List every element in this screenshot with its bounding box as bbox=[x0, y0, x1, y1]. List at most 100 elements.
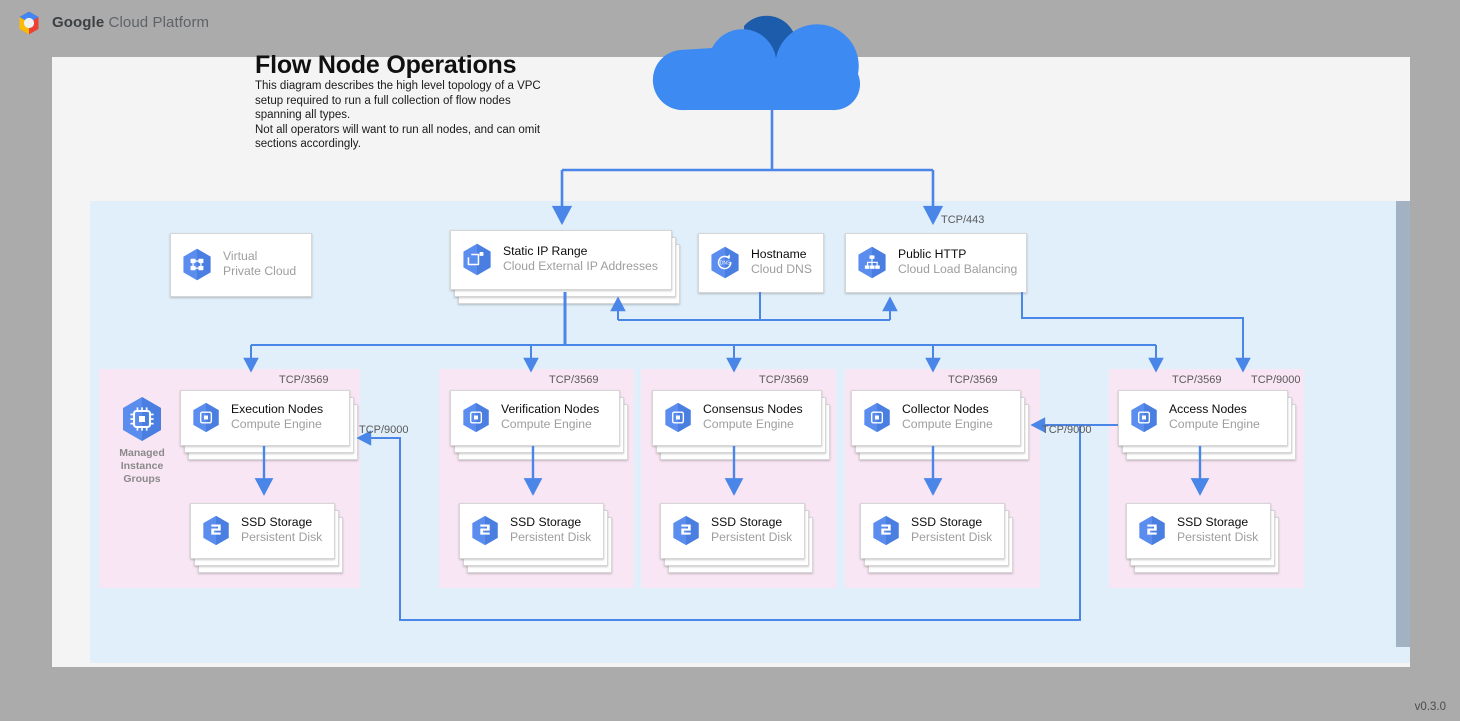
badge-label-line-2: Instance bbox=[120, 460, 164, 472]
managed-instance-groups-badge: Managed Instance Groups bbox=[101, 396, 183, 486]
card-collector-ssd-storage[interactable]: SSD Storage Persistent Disk bbox=[860, 503, 1015, 575]
card-public-http[interactable]: Public HTTP Cloud Load Balancing bbox=[845, 233, 1027, 293]
card-subtitle: Persistent Disk bbox=[241, 530, 323, 544]
port-label-verification-tcp-3569: TCP/3569 bbox=[549, 374, 599, 386]
card-subtitle: Cloud Load Balancing bbox=[898, 262, 1018, 276]
card-face: Execution Nodes Compute Engine bbox=[180, 390, 348, 444]
card-face: SSD Storage Persistent Disk bbox=[459, 503, 602, 557]
card-face: DNS Hostname Cloud DNS bbox=[698, 233, 822, 291]
card-subtitle: Persistent Disk bbox=[510, 530, 592, 544]
card-title: Consensus Nodes bbox=[703, 402, 803, 416]
card-face: SSD Storage Persistent Disk bbox=[190, 503, 333, 557]
svg-text:DNS: DNS bbox=[720, 260, 731, 266]
card-verification-nodes[interactable]: Verification Nodes Compute Engine bbox=[450, 390, 630, 462]
compute-engine-icon bbox=[864, 402, 890, 432]
page-title: Flow Node Operations bbox=[255, 50, 517, 79]
version-label: v0.3.0 bbox=[1414, 701, 1446, 713]
card-hostname[interactable]: DNS Hostname Cloud DNS bbox=[698, 233, 824, 293]
card-title: Static IP Range bbox=[503, 244, 588, 258]
card-face: Public HTTP Cloud Load Balancing bbox=[845, 233, 1025, 291]
card-subtitle: Compute Engine bbox=[902, 417, 993, 431]
card-text: Hostname Cloud DNS bbox=[751, 247, 812, 277]
card-face: Consensus Nodes Compute Engine bbox=[652, 390, 820, 444]
card-subtitle: Private Cloud bbox=[223, 264, 297, 278]
card-title: Collector Nodes bbox=[902, 402, 989, 416]
card-execution-nodes[interactable]: Execution Nodes Compute Engine bbox=[180, 390, 360, 462]
port-label-execution-tcp-3569: TCP/3569 bbox=[279, 374, 329, 386]
card-verification-ssd-storage[interactable]: SSD Storage Persistent Disk bbox=[459, 503, 614, 575]
port-label-tcp-443: TCP/443 bbox=[941, 214, 985, 226]
port-label-access-tcp-9000: TCP/9000 bbox=[1251, 374, 1301, 386]
compute-engine-icon bbox=[123, 397, 161, 441]
card-text: Static IP Range Cloud External IP Addres… bbox=[503, 244, 658, 274]
card-consensus-nodes[interactable]: Consensus Nodes Compute Engine bbox=[652, 390, 832, 462]
card-subtitle: Compute Engine bbox=[703, 417, 794, 431]
external-ip-icon bbox=[463, 243, 491, 275]
compute-engine-icon bbox=[665, 402, 691, 432]
card-consensus-ssd-storage[interactable]: SSD Storage Persistent Disk bbox=[660, 503, 815, 575]
card-access-nodes[interactable]: Access Nodes Compute Engine bbox=[1118, 390, 1298, 462]
card-face: Collector Nodes Compute Engine bbox=[851, 390, 1019, 444]
port-label-consensus-tcp-3569: TCP/3569 bbox=[759, 374, 809, 386]
card-static-ip-range[interactable]: Static IP Range Cloud External IP Addres… bbox=[450, 230, 682, 308]
compute-engine-icon bbox=[463, 402, 489, 432]
card-text: SSD Storage Persistent Disk bbox=[711, 515, 792, 545]
card-title: SSD Storage bbox=[1177, 515, 1249, 529]
card-virtual-private-cloud[interactable]: Virtual Private Cloud bbox=[170, 233, 312, 297]
card-face: Static IP Range Cloud External IP Addres… bbox=[450, 230, 670, 288]
card-text: Execution Nodes Compute Engine bbox=[231, 402, 323, 432]
description-line-2: Not all operators will want to run all n… bbox=[255, 123, 541, 151]
card-title: Hostname bbox=[751, 247, 807, 261]
description-line-1: This diagram describes the high level to… bbox=[255, 80, 541, 122]
card-text: SSD Storage Persistent Disk bbox=[911, 515, 992, 545]
card-access-ssd-storage[interactable]: SSD Storage Persistent Disk bbox=[1126, 503, 1281, 575]
card-execution-ssd-storage[interactable]: SSD Storage Persistent Disk bbox=[190, 503, 345, 575]
card-subtitle: Persistent Disk bbox=[711, 530, 793, 544]
port-label-access-tcp-3569: TCP/3569 bbox=[1172, 374, 1222, 386]
card-text: Public HTTP Cloud Load Balancing bbox=[898, 247, 1017, 277]
badge-label-line-3: Groups bbox=[123, 473, 161, 485]
card-subtitle: Persistent Disk bbox=[911, 530, 993, 544]
card-face: Verification Nodes Compute Engine bbox=[450, 390, 618, 444]
card-subtitle: Cloud External IP Addresses bbox=[503, 259, 658, 273]
persistent-disk-icon bbox=[203, 515, 229, 545]
diagram-description: This diagram describes the high level to… bbox=[255, 79, 555, 152]
card-subtitle: Compute Engine bbox=[501, 417, 592, 431]
card-title: Verification Nodes bbox=[501, 402, 600, 416]
card-title: Execution Nodes bbox=[231, 402, 324, 416]
port-label-collector-tcp-3569: TCP/3569 bbox=[948, 374, 998, 386]
brand-bold: Google bbox=[52, 14, 105, 31]
card-collector-nodes[interactable]: Collector Nodes Compute Engine bbox=[851, 390, 1031, 462]
card-subtitle: Compute Engine bbox=[231, 417, 322, 431]
card-title: Virtual bbox=[223, 249, 258, 263]
card-text: Verification Nodes Compute Engine bbox=[501, 402, 599, 432]
cloud-dns-icon: DNS bbox=[711, 246, 739, 278]
persistent-disk-icon bbox=[1139, 515, 1165, 545]
card-text: SSD Storage Persistent Disk bbox=[241, 515, 322, 545]
persistent-disk-icon bbox=[673, 515, 699, 545]
managed-instance-groups-label: Managed Instance Groups bbox=[119, 447, 165, 486]
card-title: SSD Storage bbox=[510, 515, 582, 529]
vpc-region-right-edge bbox=[1396, 201, 1410, 647]
badge-label-line-1: Managed bbox=[119, 447, 165, 459]
card-title: Public HTTP bbox=[898, 247, 967, 261]
card-subtitle: Persistent Disk bbox=[1177, 530, 1259, 544]
card-face: SSD Storage Persistent Disk bbox=[660, 503, 803, 557]
card-sheet-front bbox=[180, 390, 350, 446]
card-subtitle: Compute Engine bbox=[1169, 417, 1260, 431]
card-face: Virtual Private Cloud bbox=[170, 233, 310, 295]
card-subtitle: Cloud DNS bbox=[751, 262, 812, 276]
gcp-header-bar: Google Cloud Platform bbox=[0, 0, 1460, 45]
persistent-disk-icon bbox=[472, 515, 498, 545]
card-text: Virtual Private Cloud bbox=[223, 249, 296, 279]
card-text: SSD Storage Persistent Disk bbox=[510, 515, 591, 545]
gcp-wordmark: Google Cloud Platform bbox=[52, 14, 209, 31]
gcp-hexagon-logo-icon bbox=[19, 11, 39, 34]
card-text: Consensus Nodes Compute Engine bbox=[703, 402, 803, 432]
card-title: SSD Storage bbox=[911, 515, 983, 529]
card-text: SSD Storage Persistent Disk bbox=[1177, 515, 1258, 545]
persistent-disk-icon bbox=[873, 515, 899, 545]
card-face: SSD Storage Persistent Disk bbox=[860, 503, 1003, 557]
port-label-execution-tcp-9000: TCP/9000 bbox=[359, 424, 409, 436]
cloud-load-balancing-icon bbox=[858, 246, 886, 278]
